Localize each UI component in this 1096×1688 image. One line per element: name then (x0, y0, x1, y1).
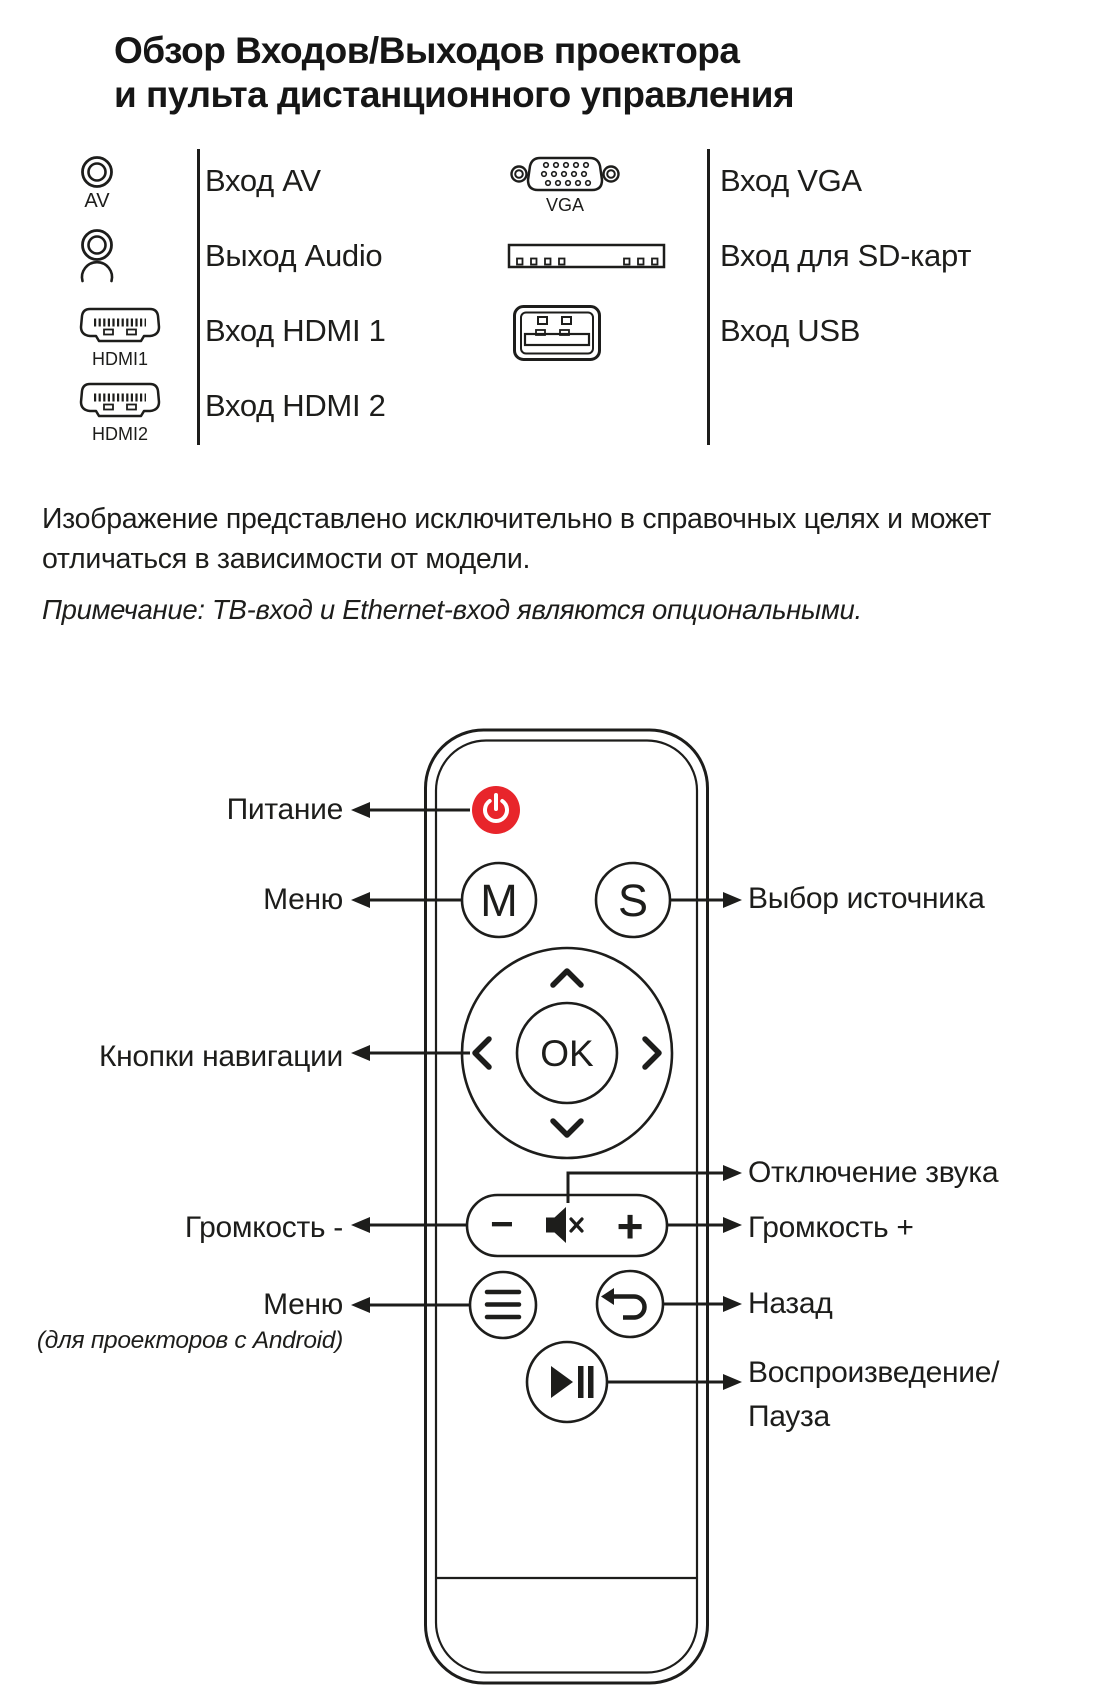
note-text: Примечание: ТВ-вход и Ethernet-вход явля… (42, 594, 862, 625)
label-hdmi1-input: Вход HDMI 1 (205, 313, 386, 348)
vga-icon (510, 156, 620, 192)
label-volume-down: Громкость - (184, 1211, 343, 1244)
power-button (472, 786, 520, 834)
hdmi2-caption: HDMI2 (91, 424, 148, 444)
callout-arrows (366, 808, 726, 1384)
caret-right-icon (642, 1036, 662, 1070)
label-menu-android: Меню (263, 1288, 343, 1321)
callout-arrowheads (351, 802, 742, 1390)
label-vga-input: Вход VGA (720, 163, 862, 198)
ok-button (515, 1001, 619, 1105)
label-play-pause: Воспроизведение/ Пауза (748, 1356, 1000, 1434)
back-button (595, 1269, 665, 1339)
label-mute: Отключение звука (748, 1156, 999, 1189)
hdmi1-icon (79, 307, 161, 343)
label-hdmi2-input: Вход HDMI 2 (205, 388, 386, 423)
caret-down-icon (550, 1118, 584, 1138)
ok-button-label: OK (540, 1033, 594, 1074)
label-power: Питание (226, 793, 344, 826)
remote-body (424, 728, 709, 1685)
io-divider-left (197, 149, 200, 445)
hdmi2-icon (79, 382, 161, 418)
back-icon (601, 1288, 647, 1320)
av-jack-caption: AV (84, 190, 110, 212)
play-pause-button (525, 1340, 609, 1424)
headphone-jack-icon (80, 229, 114, 283)
caret-left-icon (472, 1036, 492, 1070)
source-button (594, 861, 672, 939)
source-button-letter: S (617, 875, 649, 926)
page-title: Обзор Входов/Выходов проектора и пульта … (114, 29, 795, 115)
label-usb-input: Вход USB (720, 313, 861, 348)
volume-plus-label: + (616, 1200, 644, 1252)
menu-button-letter: M (480, 875, 518, 926)
label-menu-android-note: (для проекторов с Android) (36, 1327, 343, 1354)
volume-minus-label: − (490, 1202, 514, 1247)
hdmi1-caption: HDMI1 (91, 349, 148, 369)
play-pause-icon (551, 1366, 594, 1398)
label-menu: Меню (263, 883, 343, 916)
menu-button (460, 861, 538, 939)
vga-caption: VGA (545, 195, 584, 215)
av-jack-icon (81, 156, 113, 188)
usb-port-icon (513, 305, 601, 361)
disclaimer-text: Изображение представлено исключительно в… (42, 503, 991, 576)
label-volume-up: Громкость + (748, 1211, 914, 1244)
android-menu-button (468, 1270, 538, 1340)
sd-slot-icon (507, 243, 666, 269)
label-navigation: Кнопки навигации (98, 1040, 343, 1073)
mute-icon (546, 1207, 584, 1243)
power-icon (483, 793, 509, 823)
label-source-select: Выбор источника (748, 882, 985, 915)
hamburger-icon (484, 1289, 522, 1320)
caret-up-icon (550, 968, 584, 988)
label-av-input: Вход AV (205, 163, 321, 198)
nav-pad (460, 946, 674, 1160)
label-audio-output: Выход Audio (205, 238, 383, 273)
label-back: Назад (748, 1287, 833, 1320)
io-divider-right (707, 149, 710, 445)
label-sd-input: Вход для SD-карт (720, 238, 972, 273)
